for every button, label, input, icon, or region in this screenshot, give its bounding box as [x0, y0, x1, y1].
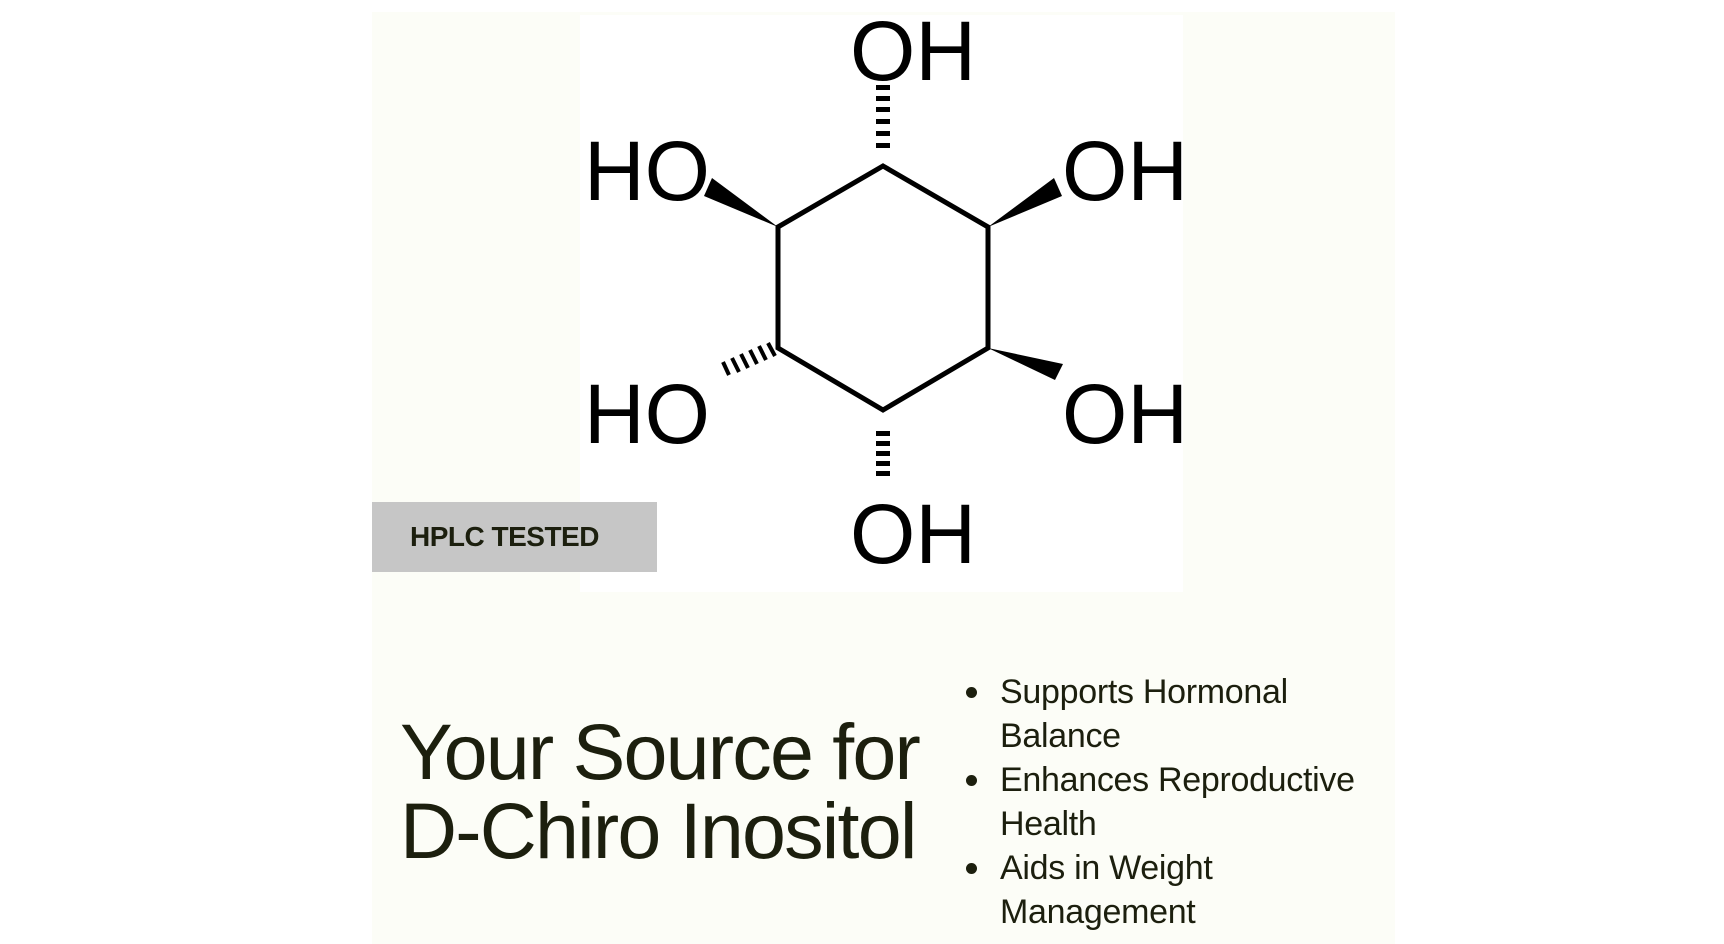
headline-line-1: Your Source for: [400, 707, 921, 796]
lower-left-ho-label: HO: [584, 367, 710, 461]
list-item: Supports Hormonal Balance: [962, 670, 1400, 758]
list-item: Enhances Reproductive Health: [962, 758, 1400, 846]
top-oh-label: OH: [850, 15, 976, 98]
headline: Your Source for D-Chiro Inositol: [400, 707, 921, 875]
benefit-text-line-2: Management: [1000, 893, 1196, 931]
bottom-oh-label: OH: [850, 487, 976, 581]
bullet-icon: [966, 687, 977, 698]
benefit-text-line-1: Supports Hormonal: [1000, 673, 1288, 711]
bullet-icon: [966, 775, 977, 786]
badge-label: HPLC TESTED: [410, 521, 599, 552]
molecule-structure-image: OH HO OH HO OH OH: [580, 15, 1183, 592]
upper-right-oh-label: OH: [1062, 124, 1183, 218]
hplc-tested-badge: HPLC TESTED: [372, 502, 657, 572]
benefit-text-line-2: Balance: [1000, 717, 1121, 755]
benefits-list: Supports Hormonal Balance Enhances Repro…: [962, 670, 1400, 934]
benefit-text-line-2: Health: [1000, 805, 1097, 843]
benefit-text-line-1: Aids in Weight: [1000, 849, 1213, 887]
inositol-structure-icon: OH HO OH HO OH OH: [584, 15, 1183, 581]
benefit-text-line-1: Enhances Reproductive: [1000, 761, 1355, 799]
list-item: Aids in Weight Management: [962, 846, 1400, 934]
headline-line-2: D-Chiro Inositol: [400, 786, 917, 875]
upper-left-ho-label: HO: [584, 124, 710, 218]
bullet-icon: [966, 863, 977, 874]
lower-right-oh-label: OH: [1062, 367, 1183, 461]
